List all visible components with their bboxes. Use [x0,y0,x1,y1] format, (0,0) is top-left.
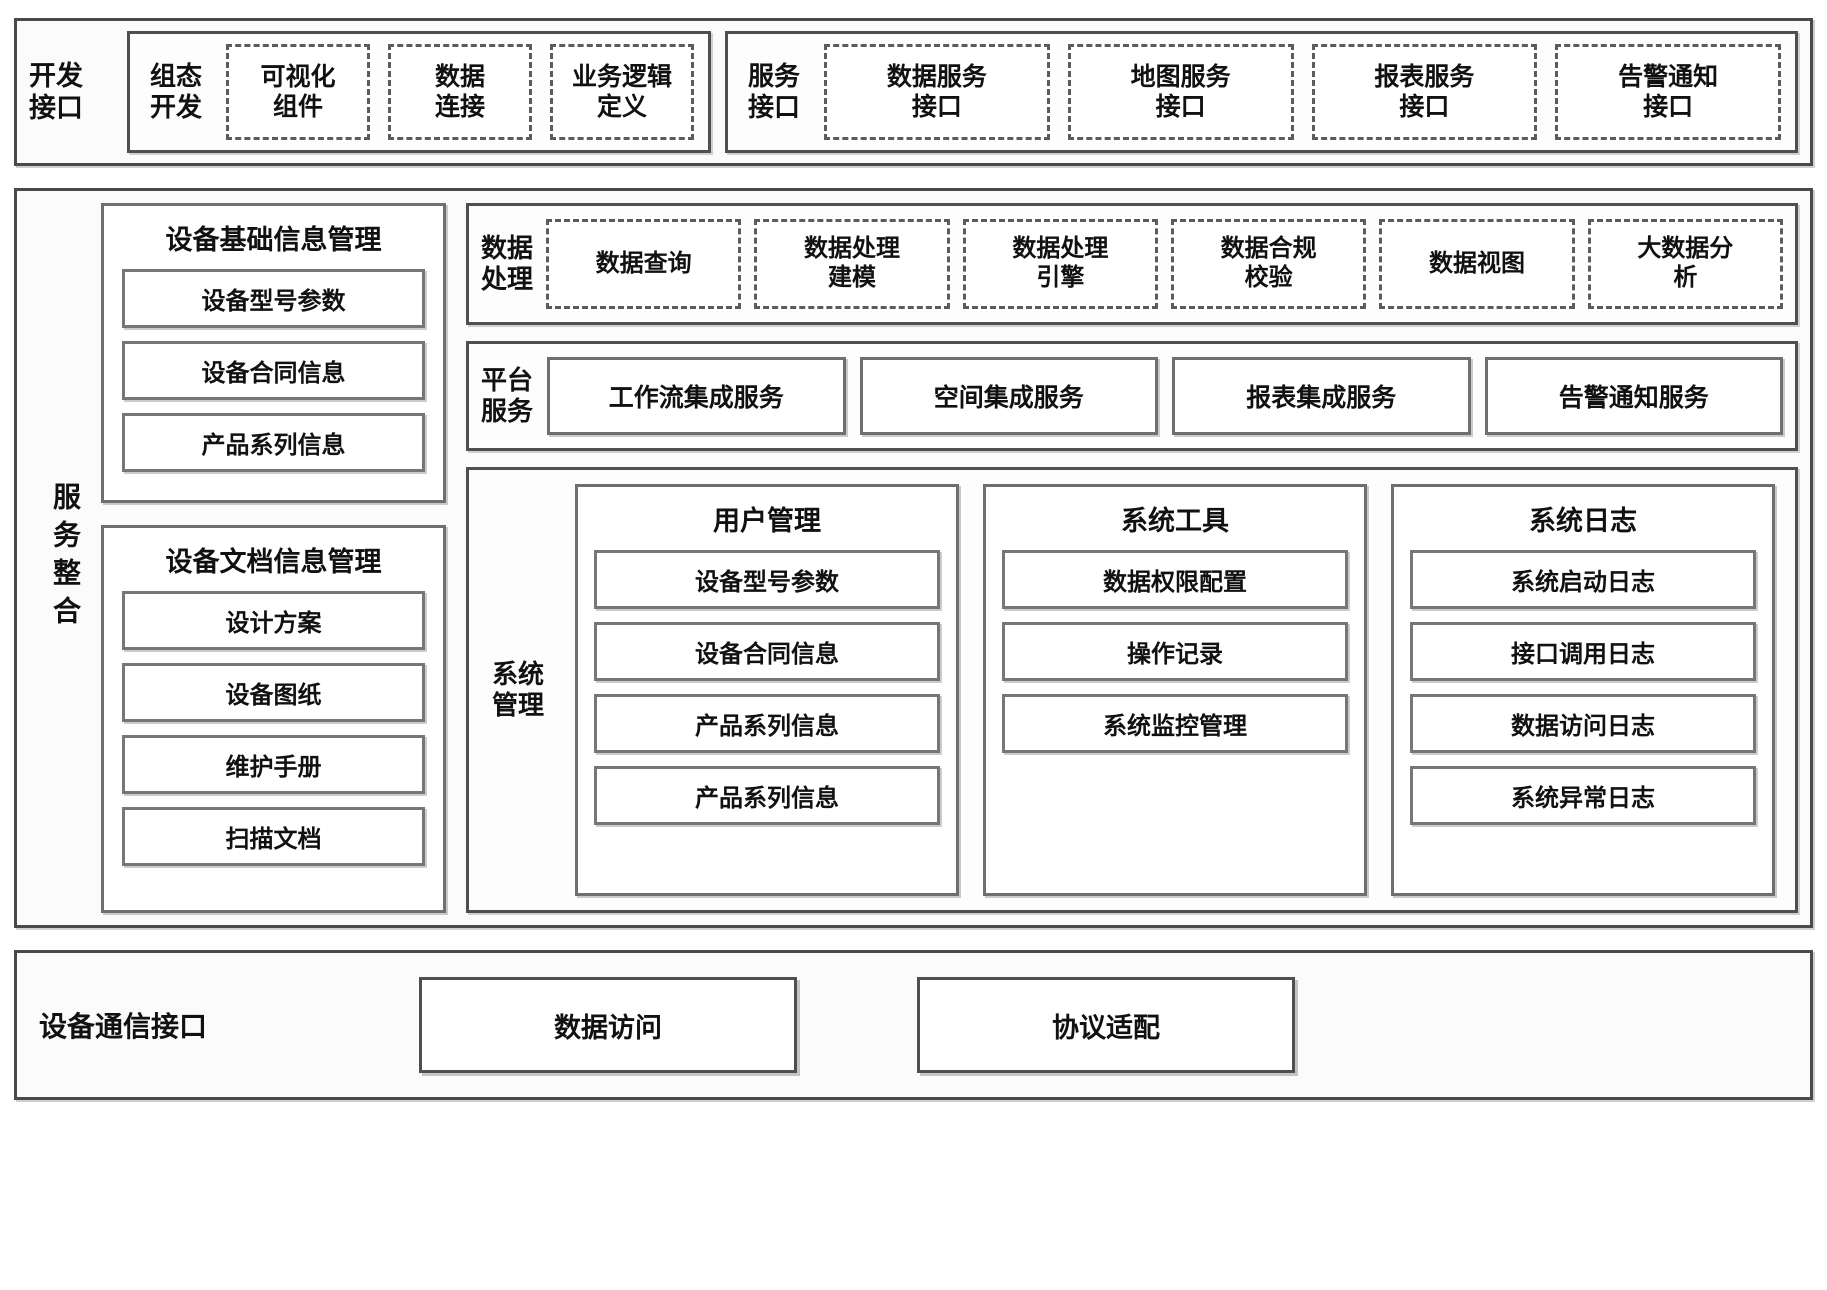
item-data-permission-config[interactable]: 数据权限配置 [1002,550,1348,609]
system-tools-card: 系统工具 数据权限配置 操作记录 系统监控管理 [983,484,1367,896]
item-device-model-parameters[interactable]: 设备型号参数 [122,269,425,328]
device-communication-band: 设备通信接口 数据访问 协议适配 [14,950,1813,1100]
platform-services-label: 平台 服务 [481,365,534,426]
item-system-startup-log[interactable]: 系统启动日志 [1410,550,1756,609]
item-product-series-info-1[interactable]: 产品系列信息 [594,694,940,753]
system-management-label: 系统 管理 [491,658,544,720]
item-device-model-parameters[interactable]: 设备型号参数 [594,550,940,609]
platform-column: 数据 处理 数据查询 数据处理 建模 数据处理 引擎 数据合规 校验 数据视图 … [466,203,1798,913]
chip-data-service-interface[interactable]: 数据服务 接口 [824,44,1050,140]
system-management-group: 系统 管理 用户管理 设备型号参数 设备合同信息 产品系列信息 产品系列信息 系… [466,467,1798,913]
chip-spatial-integration-service[interactable]: 空间集成服务 [859,357,1159,435]
platform-services-group: 平台 服务 工作流集成服务 空间集成服务 报表集成服务 告警通知服务 [466,341,1798,451]
chip-data-processing-modeling[interactable]: 数据处理 建模 [754,219,950,309]
development-interface-label: 开发 接口 [29,60,83,123]
device-communication-label: 设备通信接口 [39,1011,208,1042]
chip-visualization-component[interactable]: 可视化 组件 [226,44,371,140]
item-scanned-document[interactable]: 扫描文档 [122,807,425,866]
chip-report-integration-service[interactable]: 报表集成服务 [1172,357,1471,435]
item-system-exception-log[interactable]: 系统异常日志 [1410,766,1756,825]
service-integration-label: 服务整合 [50,482,81,634]
chip-data-view[interactable]: 数据视图 [1379,219,1575,309]
basic-info-title: 设备基础信息管理 [165,225,382,255]
item-device-drawing[interactable]: 设备图纸 [122,663,425,722]
data-processing-group: 数据 处理 数据查询 数据处理 建模 数据处理 引擎 数据合规 校验 数据视图 … [466,203,1798,325]
item-product-series-info-2[interactable]: 产品系列信息 [594,766,940,825]
configuration-development-label: 组态 开发 [150,60,203,122]
service-integration-band: 服务整合 设备基础信息管理 设备型号参数 设备合同信息 产品系列信息 设备文档信… [14,188,1813,928]
user-management-card: 用户管理 设备型号参数 设备合同信息 产品系列信息 产品系列信息 [575,484,959,896]
item-device-contract-info[interactable]: 设备合同信息 [122,341,425,400]
document-info-title: 设备文档信息管理 [165,547,382,577]
system-log-title: 系统日志 [1529,506,1637,536]
configuration-development-group: 组态 开发 可视化 组件 数据 连接 业务逻辑 定义 [127,31,712,153]
chip-data-compliance-verification[interactable]: 数据合规 校验 [1171,219,1367,309]
chip-data-query[interactable]: 数据查询 [546,219,742,309]
chip-business-logic-definition[interactable]: 业务逻辑 定义 [550,44,695,140]
user-management-title: 用户管理 [713,506,821,536]
item-operation-record[interactable]: 操作记录 [1002,622,1348,681]
chip-big-data-analysis[interactable]: 大数据分 析 [1587,219,1783,309]
equipment-info-column: 设备基础信息管理 设备型号参数 设备合同信息 产品系列信息 设备文档信息管理 设… [101,203,446,913]
item-interface-call-log[interactable]: 接口调用日志 [1410,622,1756,681]
system-tools-title: 系统工具 [1121,506,1229,536]
service-interface-group: 服务 接口 数据服务 接口 地图服务 接口 报表服务 接口 告警通知 接口 [725,31,1798,153]
chip-map-service-interface[interactable]: 地图服务 接口 [1067,44,1294,140]
chip-alarm-notification-service[interactable]: 告警通知服务 [1484,357,1784,435]
chip-workflow-integration-service[interactable]: 工作流集成服务 [547,357,846,435]
chip-data-connection[interactable]: 数据 连接 [388,44,533,140]
item-device-contract-info[interactable]: 设备合同信息 [594,622,940,681]
document-info-panel: 设备文档信息管理 设计方案 设备图纸 维护手册 扫描文档 [101,525,446,913]
item-maintenance-manual[interactable]: 维护手册 [122,735,425,794]
basic-info-panel: 设备基础信息管理 设备型号参数 设备合同信息 产品系列信息 [101,203,446,503]
chip-protocol-adaptation[interactable]: 协议适配 [917,977,1295,1073]
item-data-access-log[interactable]: 数据访问日志 [1410,694,1756,753]
chip-data-processing-engine[interactable]: 数据处理 引擎 [962,219,1158,309]
item-system-monitor-management[interactable]: 系统监控管理 [1002,694,1348,753]
system-log-card: 系统日志 系统启动日志 接口调用日志 数据访问日志 系统异常日志 [1391,484,1775,896]
chip-alarm-notification-interface[interactable]: 告警通知 接口 [1555,44,1782,140]
service-integration-body: 设备基础信息管理 设备型号参数 设备合同信息 产品系列信息 设备文档信息管理 设… [101,203,1798,913]
chip-report-service-interface[interactable]: 报表服务 接口 [1311,44,1538,140]
item-product-series-info[interactable]: 产品系列信息 [122,413,425,472]
item-design-scheme[interactable]: 设计方案 [122,591,425,650]
data-processing-label: 数据 处理 [481,233,534,294]
development-interface-band: 开发 接口 组态 开发 可视化 组件 数据 连接 业务逻辑 定义 服务 接口 数… [14,18,1813,166]
system-management-cards: 用户管理 设备型号参数 设备合同信息 产品系列信息 产品系列信息 系统工具 数据… [569,484,1781,896]
chip-data-access[interactable]: 数据访问 [419,977,797,1073]
service-interface-label: 服务 接口 [748,60,801,122]
